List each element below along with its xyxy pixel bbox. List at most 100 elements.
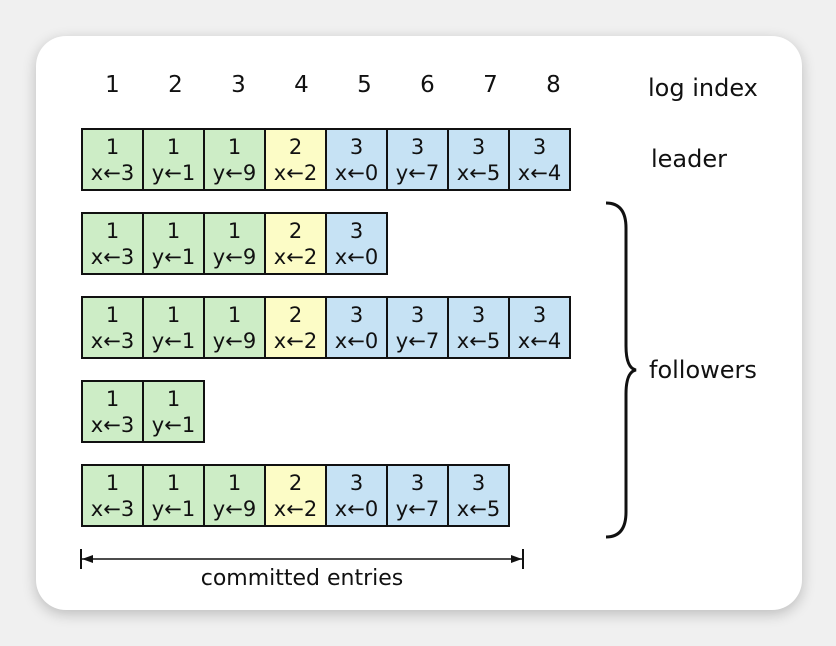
entry-command: x←5: [456, 160, 501, 185]
entry-command: x←3: [90, 412, 135, 437]
entry-command: x←3: [90, 244, 135, 269]
entry-command: x←0: [334, 244, 379, 269]
entry-term: 1: [227, 134, 242, 159]
entry-term: 3: [471, 302, 486, 327]
leader-label: leader: [651, 145, 728, 173]
log-index-number: 5: [357, 72, 372, 98]
entry-term: 3: [410, 302, 425, 327]
entry-command: y←9: [212, 496, 257, 521]
entry-command: y←1: [151, 160, 196, 185]
entry-term: 1: [166, 302, 181, 327]
entry-command: y←7: [395, 328, 440, 353]
entry-term: 1: [166, 470, 181, 495]
log-index-number: 2: [168, 72, 183, 98]
entry-term: 1: [166, 134, 181, 159]
entry-term: 1: [227, 218, 242, 243]
entry-command: x←0: [334, 328, 379, 353]
entry-command: x←0: [334, 160, 379, 185]
committed-span-right-arrowhead: [511, 555, 522, 563]
entry-term: 1: [105, 302, 120, 327]
entry-command: x←0: [334, 496, 379, 521]
entry-command: y←7: [395, 160, 440, 185]
committed-entries-caption: committed entries: [200, 566, 404, 591]
entry-command: y←1: [151, 244, 196, 269]
entry-term: 3: [532, 134, 547, 159]
log-index-number: 1: [105, 72, 120, 98]
entry-term: 3: [349, 218, 364, 243]
log-index-number: 4: [294, 72, 309, 98]
entry-command: y←9: [212, 328, 257, 353]
entry-term: 3: [532, 302, 547, 327]
log-index-number: 7: [483, 72, 498, 98]
entry-command: x←2: [273, 496, 318, 521]
entry-command: y←7: [395, 496, 440, 521]
entry-term: 1: [105, 470, 120, 495]
entry-term: 3: [349, 470, 364, 495]
entry-command: y←9: [212, 160, 257, 185]
entry-command: x←2: [273, 328, 318, 353]
entry-term: 1: [227, 302, 242, 327]
entry-command: y←1: [151, 412, 196, 437]
entry-term: 3: [349, 302, 364, 327]
followers-brace: [605, 201, 637, 539]
log-index-number: 8: [546, 72, 561, 98]
entry-command: x←3: [90, 328, 135, 353]
committed-span-left-arrowhead: [82, 555, 93, 563]
entry-command: x←5: [456, 496, 501, 521]
log-index-label: log index: [648, 74, 758, 102]
entry-term: 3: [410, 134, 425, 159]
log-index-number: 6: [420, 72, 435, 98]
entry-term: 3: [349, 134, 364, 159]
entry-command: x←3: [90, 160, 135, 185]
entry-term: 1: [105, 134, 120, 159]
entry-term: 1: [166, 218, 181, 243]
entry-term: 2: [288, 302, 303, 327]
entry-term: 2: [288, 470, 303, 495]
entry-term: 1: [105, 386, 120, 411]
entry-term: 3: [471, 134, 486, 159]
entry-command: x←2: [273, 244, 318, 269]
entry-term: 2: [288, 134, 303, 159]
followers-label: followers: [649, 356, 757, 384]
entry-command: x←5: [456, 328, 501, 353]
entry-command: x←3: [90, 496, 135, 521]
entry-term: 1: [227, 470, 242, 495]
entry-term: 3: [471, 470, 486, 495]
entry-term: 3: [410, 470, 425, 495]
entry-command: y←9: [212, 244, 257, 269]
log-index-number: 3: [231, 72, 246, 98]
entry-command: y←1: [151, 496, 196, 521]
entry-term: 2: [288, 218, 303, 243]
entry-command: x←4: [517, 160, 562, 185]
entry-term: 1: [166, 386, 181, 411]
entry-term: 1: [105, 218, 120, 243]
entry-command: y←1: [151, 328, 196, 353]
entry-command: x←4: [517, 328, 562, 353]
